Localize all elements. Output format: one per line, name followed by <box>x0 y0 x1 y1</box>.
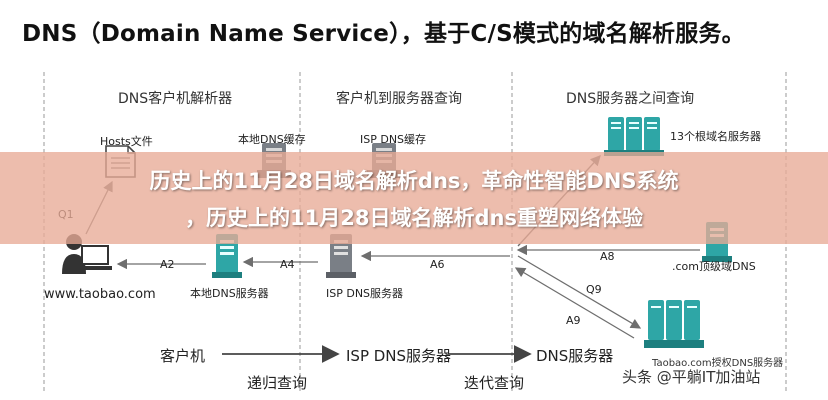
client-host-label: www.taobao.com <box>44 287 156 302</box>
flow-client-label: 客户机 <box>160 347 206 365</box>
hosts-file-label: Hosts文件 <box>100 135 153 148</box>
flow-recursive-label: 递归查询 <box>247 374 308 392</box>
root-servers-icon <box>604 117 664 156</box>
taobao-auth-label: Taobao.com授权DNS服务器 <box>652 358 784 369</box>
column-title-client: DNS客户机解析器 <box>118 91 233 107</box>
taobao-auth-server-icon <box>644 300 704 348</box>
arrow-a4-label: A4 <box>280 258 295 271</box>
root-servers-label: 13个根域名服务器 <box>670 130 761 143</box>
page-title: DNS（Domain Name Service），基于C/S模式的域名解析服务。 <box>22 21 745 47</box>
isp-dns-cache-label: ISP DNS缓存 <box>360 133 427 146</box>
flow-iterative-label: 迭代查询 <box>464 374 525 392</box>
arrow-a8-label: A8 <box>600 250 615 263</box>
arrow-a6-label: A6 <box>430 258 445 271</box>
watermark: 头条 @平躺IT加油站 <box>622 368 761 386</box>
arrow-q9 <box>517 255 642 329</box>
local-dns-cache-label: 本地DNS缓存 <box>238 133 306 146</box>
column-title-client-to-server: 客户机到服务器查询 <box>336 91 462 107</box>
banner-line-2: ，历史上的11月28日域名解析dns重塑网络体验 <box>185 206 643 230</box>
com-tld-label: .com顶级域DNS <box>672 260 756 273</box>
arrow-a9-label: A9 <box>566 314 581 327</box>
isp-dns-server-label: ISP DNS服务器 <box>326 287 404 300</box>
arrow-q9-label: Q9 <box>586 283 602 296</box>
arrow-a9 <box>514 267 635 339</box>
local-dns-server-label: 本地DNS服务器 <box>190 287 269 300</box>
flow-isp-dns-label: ISP DNS服务器 <box>346 347 452 365</box>
banner-line-1: 历史上的11月28日域名解析dns，革命性智能DNS系统 <box>149 169 679 193</box>
arrow-a2-label: A2 <box>160 258 175 271</box>
headline-banner: 历史上的11月28日域名解析dns，革命性智能DNS系统 ，历史上的11月28日… <box>0 152 828 244</box>
flow-dns-server-label: DNS服务器 <box>536 347 614 365</box>
column-title-server-to-server: DNS服务器之间查询 <box>566 91 695 107</box>
